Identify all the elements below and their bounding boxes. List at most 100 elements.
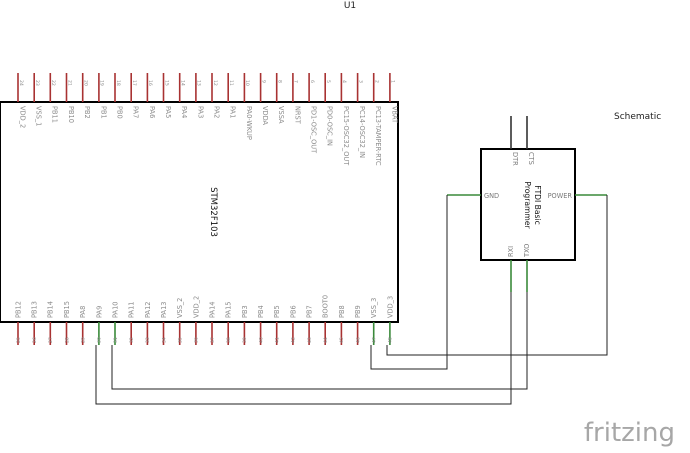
mcu-pin-label-11: PA1 [229,106,237,118]
mcu-pin-label-13: PA3 [196,106,204,118]
mcu-pin-label-18: PB0 [115,106,123,119]
mcu-pin-num-47: 47 [372,337,378,343]
mcu-pin-num-27: 27 [48,337,54,343]
ftdi-label-txo: TXO [523,244,531,258]
ftdi-label-gnd: GND [484,192,499,200]
mcu-pin-label-2: PC13-TAMPER-RTC [374,106,382,166]
mcu-pin-label-6: PD1-OSC_OUT [310,106,318,154]
mcu-pin-label-27: PB14 [47,301,55,318]
mcu-pin-label-22: PB11 [51,106,59,123]
mcu-pin-num-35: 35 [178,337,184,343]
mcu-pin-num-42: 42 [291,337,297,343]
fritzing-logo: fritzing [584,418,675,448]
mcu-pin-label-34: PA13 [160,302,168,318]
mcu-pin-label-46: PB9 [354,305,362,318]
mcu-pin-num-26: 26 [32,337,38,343]
mcu-pin-label-16: PA6 [148,106,156,118]
mcu-pin-label-23: VSS_1 [35,106,43,126]
mcu-pin-label-19: PB1 [99,106,107,119]
mcu-pin-label-8: VSSA [277,106,285,124]
mcu-pin-num-13: 13 [196,80,202,86]
mcu-pin-num-3: 3 [357,80,363,83]
schematic-title: Schematic [614,112,661,122]
mcu-pin-num-38: 38 [226,337,232,343]
mcu-pin-label-42: PB6 [289,305,297,318]
mcu-pin-label-17: PA7 [132,106,140,118]
mcu-pin-num-19: 19 [99,80,105,86]
mcu-pin-num-24: 24 [18,80,24,86]
mcu-pin-num-34: 34 [161,337,167,343]
mcu-pin-num-45: 45 [339,337,345,343]
mcu-pin-num-37: 37 [210,337,216,343]
mcu-pin-num-2: 2 [374,80,380,83]
mcu-pin-num-8: 8 [277,80,283,83]
mcu-body [0,101,399,323]
mcu-pin-num-5: 5 [325,80,331,83]
mcu-pin-num-44: 44 [323,337,329,343]
mcu-pin-num-9: 9 [260,80,266,83]
mcu-pin-label-7: NRST [293,106,301,125]
mcu-pin-num-12: 12 [212,80,218,86]
ftdi-body [480,148,576,261]
mcu-pin-num-6: 6 [309,80,315,83]
mcu-pin-num-23: 23 [34,80,40,86]
wire-pa9-rxi[interactable] [95,292,512,405]
mcu-pin-label-28: PB15 [63,301,71,318]
mcu-pin-num-39: 39 [242,337,248,343]
mcu-pin-label-39: PB3 [241,305,249,318]
mcu-pin-label-35: VSS_2 [176,298,184,318]
ftdi-name-line2: Programmer [523,181,532,229]
mcu-pin-num-25: 25 [16,337,22,343]
mcu-pin-num-31: 31 [113,337,119,343]
mcu-pin-label-32: PA11 [128,302,136,318]
mcu-pin-label-40: PB4 [257,305,265,318]
mcu-pin-num-7: 7 [293,80,299,83]
mcu-pin-num-40: 40 [258,337,264,343]
wire-pa10-txo[interactable] [111,292,528,390]
mcu-pin-num-22: 22 [50,80,56,86]
mcu-pin-num-29: 29 [81,337,87,343]
wire-power[interactable] [386,195,608,356]
ftdi-label-cts: CTS [527,152,535,165]
mcu-pin-label-1: VBAT [390,106,398,124]
mcu-pin-num-11: 11 [228,80,234,86]
mcu-pin-label-41: PB5 [273,305,281,318]
mcu-pin-label-48: VDD_3 [386,296,394,318]
mcu-top-pins: 24VDD_223VSS_122PB1121PB1020PB219PB118PB… [17,73,398,166]
mcu-pin-label-36: VDD_2 [192,296,200,318]
ftdi-label-power: POWER [548,192,573,200]
mcu-pin-label-4: PC15-OSC32_OUT [342,106,350,166]
mcu-pin-label-26: PB13 [31,301,39,318]
mcu-pin-label-5: PD0-OSC_IN [326,106,334,146]
mcu-pin-num-18: 18 [115,80,121,86]
mcu-pin-num-4: 4 [341,80,347,83]
ftdi-label-rxi: RXI [507,246,515,257]
mcu-ref-label: U1 [344,1,356,11]
mcu-pin-label-43: PB7 [306,305,314,318]
mcu-pin-num-21: 21 [66,80,72,86]
mcu-pin-label-3: PC14-OSC32_IN [358,106,366,158]
mcu-pin-label-31: PA10 [111,302,119,318]
mcu-bottom-pins: 25PB1226PB1327PB1428PB1529PA830PA931PA10… [14,295,394,345]
mcu-pin-num-30: 30 [97,337,103,343]
mcu-pin-label-45: PB8 [338,305,346,318]
mcu-pin-label-44: BOOT0 [322,295,330,318]
mcu-pin-label-14: PA4 [180,106,188,118]
mcu-pin-num-41: 41 [275,337,281,343]
mcu-pin-num-43: 43 [307,337,313,343]
mcu-pin-num-14: 14 [180,80,186,86]
mcu-pin-num-32: 32 [129,337,135,343]
mcu-pin-num-10: 10 [244,80,250,86]
mcu-pin-num-16: 16 [147,80,153,86]
mcu-pin-num-17: 17 [131,80,137,86]
mcu-pin-label-9: VDDA [261,106,269,126]
mcu-pin-num-28: 28 [64,337,70,343]
mcu-pin-num-48: 48 [388,337,394,343]
wire-gnd[interactable] [370,195,448,370]
mcu-pin-num-36: 36 [194,337,200,343]
mcu-pin-num-15: 15 [163,80,169,86]
mcu-pin-label-29: PA8 [79,306,87,318]
mcu-name: STM32F103 [208,187,218,237]
